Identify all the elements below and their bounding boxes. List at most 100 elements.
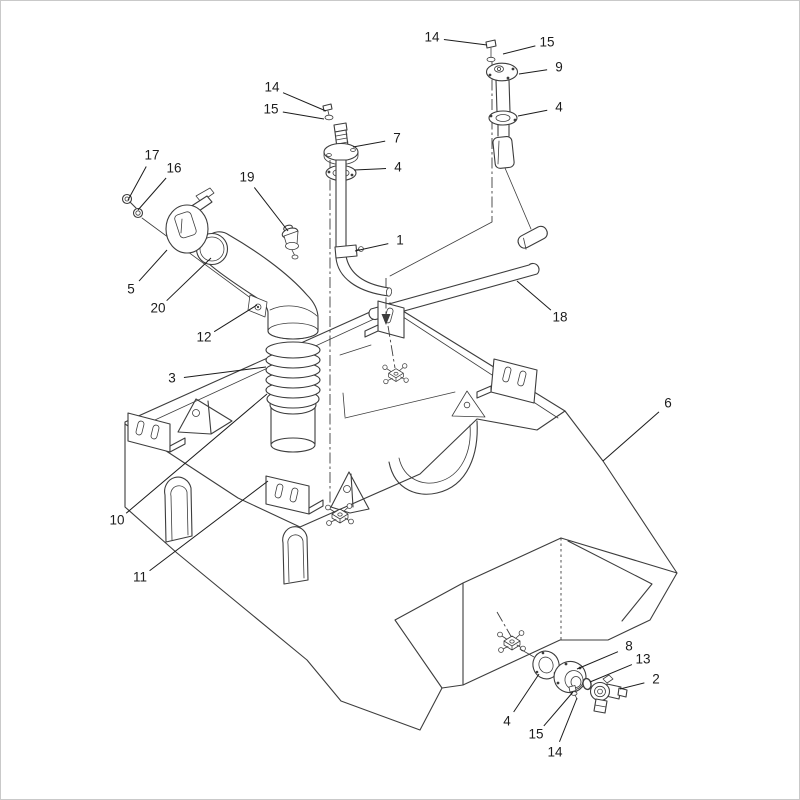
callout-label-4: 4 [555, 100, 563, 115]
down-arrow [381, 314, 391, 325]
callout-label-17: 17 [144, 148, 159, 163]
drain-valve-assembly [519, 648, 628, 714]
drain-axis-line [519, 648, 535, 658]
tank-top-front-edge [124, 410, 566, 528]
drain-centerline [496, 611, 513, 639]
callout-leader-16 [137, 177, 167, 211]
cap-bolt [121, 193, 137, 209]
callout-label-7: 7 [393, 131, 401, 146]
callout-leader-18 [516, 280, 552, 311]
callout-label-10: 10 [109, 513, 124, 528]
sender-tube-lower [497, 124, 510, 137]
callout-leader-6 [602, 411, 660, 462]
callout-label-3: 3 [168, 371, 176, 386]
callout-label-9: 9 [555, 60, 563, 75]
bolt-cluster-sender [382, 363, 409, 385]
callout-label-13: 13 [635, 652, 650, 667]
callout-leader-14 [558, 697, 578, 743]
bellows-hose [265, 341, 321, 415]
tank-top-creases [339, 344, 456, 419]
callout-leader-4 [513, 673, 540, 713]
callout-leader-13 [589, 664, 633, 683]
callout-leader-14 [282, 92, 327, 112]
gusset-plate-left [177, 398, 233, 435]
callout-leader-10 [125, 393, 268, 514]
mounting-bracket-right [476, 358, 538, 404]
elbow-bolt-tab [247, 294, 268, 318]
callout-leader-20 [166, 257, 212, 302]
callout-label-14: 14 [424, 30, 440, 45]
breather-fitting [333, 122, 349, 149]
float-arm [504, 167, 532, 230]
tank-arch-inner [398, 424, 471, 484]
callout-label-4: 4 [394, 160, 402, 175]
callout-label-14: 14 [547, 745, 563, 760]
callout-label-1: 1 [396, 233, 404, 248]
callout-leader-12 [213, 304, 258, 333]
callout-leader-15 [282, 111, 325, 120]
callout-leader-4 [353, 168, 387, 171]
assembly-centerlines [141, 60, 513, 639]
mounting-bracket-left [127, 412, 186, 453]
cap-washer [132, 207, 144, 219]
drain-oring [582, 677, 592, 691]
callout-label-2: 2 [652, 672, 660, 687]
sender-bolt [485, 39, 497, 63]
mounting-slot-left [164, 476, 193, 543]
callout-leader-1 [354, 243, 389, 252]
bolt-cluster-vent [325, 503, 354, 526]
callout-label-12: 12 [196, 330, 211, 345]
vent-tube-assembly [322, 103, 393, 297]
callout-leader-9 [518, 69, 548, 75]
sender-gasket [488, 110, 518, 126]
tank-arch-outer [388, 420, 478, 495]
callout-leader-19 [253, 187, 289, 232]
callout-label-20: 20 [150, 301, 165, 316]
mounting-slot-right [282, 526, 309, 585]
callout-leader-7 [352, 140, 386, 148]
callout-leader-15 [502, 45, 536, 55]
vent-washer [324, 114, 334, 121]
callout-label-6: 6 [664, 396, 672, 411]
callout-label-8: 8 [625, 639, 633, 654]
sender-float-body [492, 135, 515, 169]
vent-valve [281, 224, 299, 260]
callout-label-15: 15 [528, 727, 543, 742]
vent-bolt [322, 103, 334, 121]
callout-leader-14 [443, 39, 488, 46]
callout-label-5: 5 [127, 282, 135, 297]
callout-label-11: 11 [133, 570, 147, 585]
tank-step-edges [394, 537, 678, 689]
callout-leader-4 [517, 109, 548, 117]
callout-leader-2 [619, 682, 645, 690]
callout-label-18: 18 [552, 310, 567, 325]
callout-label-4: 4 [503, 714, 511, 729]
callout-label-15: 15 [539, 35, 554, 50]
callout-leader-3 [183, 366, 267, 378]
drain-gasket [532, 650, 560, 680]
drain-valve [589, 674, 628, 714]
callout-label-19: 19 [239, 170, 254, 185]
fuel-sender-assembly [485, 39, 548, 250]
callout-leader-5 [138, 249, 168, 282]
callout-leader-8 [576, 651, 619, 670]
sender-assembly-line [389, 221, 493, 277]
vent-tube [335, 159, 393, 297]
hose-clamp [334, 244, 364, 259]
float-paddle [517, 225, 548, 250]
callout-leader-15 [543, 691, 574, 727]
tank-outline [124, 302, 678, 731]
drain-flange [553, 660, 587, 700]
cap-handle [195, 187, 215, 203]
gusset-plate-right [451, 390, 486, 418]
sender-washer [486, 56, 496, 63]
cap-bolt-assembly-line [141, 217, 257, 303]
tank-rim-line-left [130, 312, 388, 432]
tank-body [124, 302, 678, 731]
callout-leader-11 [149, 480, 269, 572]
tie-rod [368, 262, 540, 321]
callout-label-16: 16 [166, 161, 181, 176]
sender-tube [495, 79, 511, 113]
